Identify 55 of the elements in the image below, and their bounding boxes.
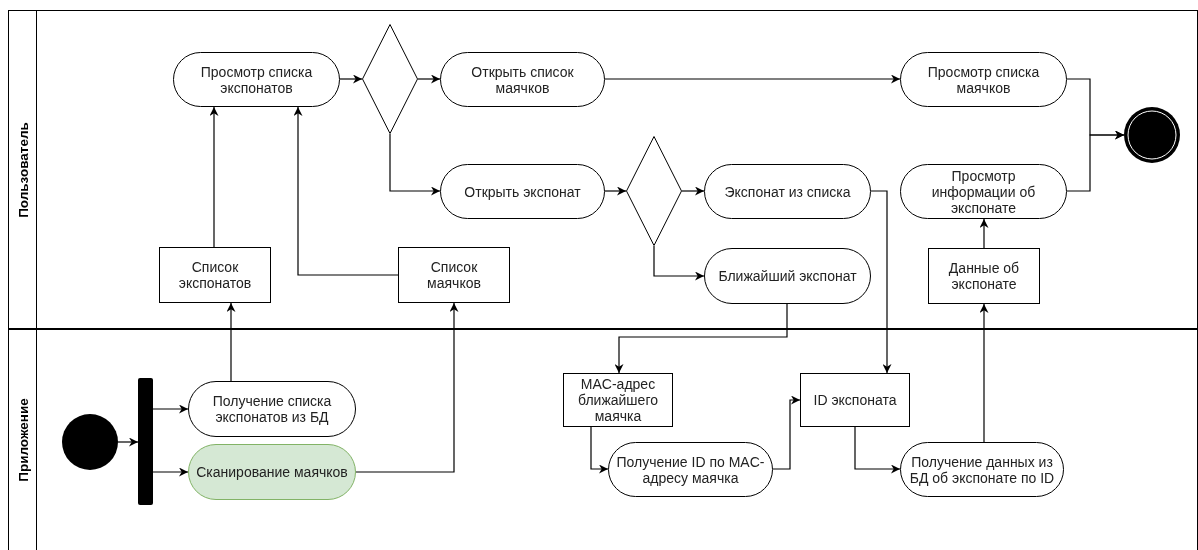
node-label: MAC-адрес ближайшего маячка <box>577 376 659 424</box>
node-label: Список маячков <box>426 259 482 291</box>
arrow <box>870 190 892 374</box>
node-label: Просмотр списка маячков <box>926 63 1041 96</box>
arrow <box>854 426 901 474</box>
node-label: Открыть список маячков <box>470 63 575 96</box>
swimlane <box>8 10 1198 329</box>
arrow <box>979 218 989 249</box>
object-node <box>398 247 510 303</box>
arrow <box>604 186 627 196</box>
arrow <box>339 74 363 84</box>
object-node <box>563 373 673 427</box>
node-label: Получение списка экспонатов из БД <box>211 393 333 425</box>
decision-diamond <box>626 136 682 246</box>
arrow <box>614 303 788 374</box>
arrow <box>653 245 705 281</box>
arrow <box>209 106 219 248</box>
node-label: Ближайший экспонат <box>717 268 858 284</box>
arrow <box>604 74 901 84</box>
node-label: Получение данных из БД об экспонате по ID <box>908 453 1056 486</box>
activity-node <box>704 248 871 304</box>
object-node <box>800 373 910 427</box>
arrow <box>117 437 139 447</box>
lane-title: Пользователь <box>15 121 30 218</box>
node-label: ID экспоната <box>812 392 898 408</box>
arrow <box>355 302 459 473</box>
object-node <box>928 248 1040 304</box>
arrow <box>772 395 801 470</box>
arrow <box>226 302 236 382</box>
arrow <box>979 303 989 443</box>
activity-node <box>188 444 356 500</box>
arrow <box>1066 130 1125 192</box>
node-label: Данные об экспонате <box>947 260 1021 292</box>
node-label: Просмотр информации об экспонате <box>930 167 1037 216</box>
node-label: Сканирование маячков <box>195 464 349 480</box>
arrow <box>293 106 399 276</box>
lane-title: Приложение <box>15 398 30 482</box>
swimlane <box>8 329 1198 550</box>
node-label: Список экспонатов <box>177 259 253 291</box>
arrow <box>389 133 441 196</box>
node-label: Экспонат из списка <box>723 183 852 200</box>
fork-bar <box>138 378 153 505</box>
arrow <box>152 404 189 414</box>
arrow <box>590 426 609 474</box>
decision-diamond <box>362 24 418 134</box>
end-node <box>1124 107 1180 163</box>
start-node <box>62 414 118 470</box>
node-label: Просмотр списка экспонатов <box>199 63 314 96</box>
arrow <box>681 186 705 196</box>
arrow <box>152 467 189 477</box>
object-node <box>159 247 271 303</box>
node-label: Получение ID по MAC-адресу маячка <box>615 453 766 486</box>
node-label: Открыть экспонат <box>463 183 582 200</box>
arrow <box>417 74 441 84</box>
activity-node <box>188 381 356 437</box>
